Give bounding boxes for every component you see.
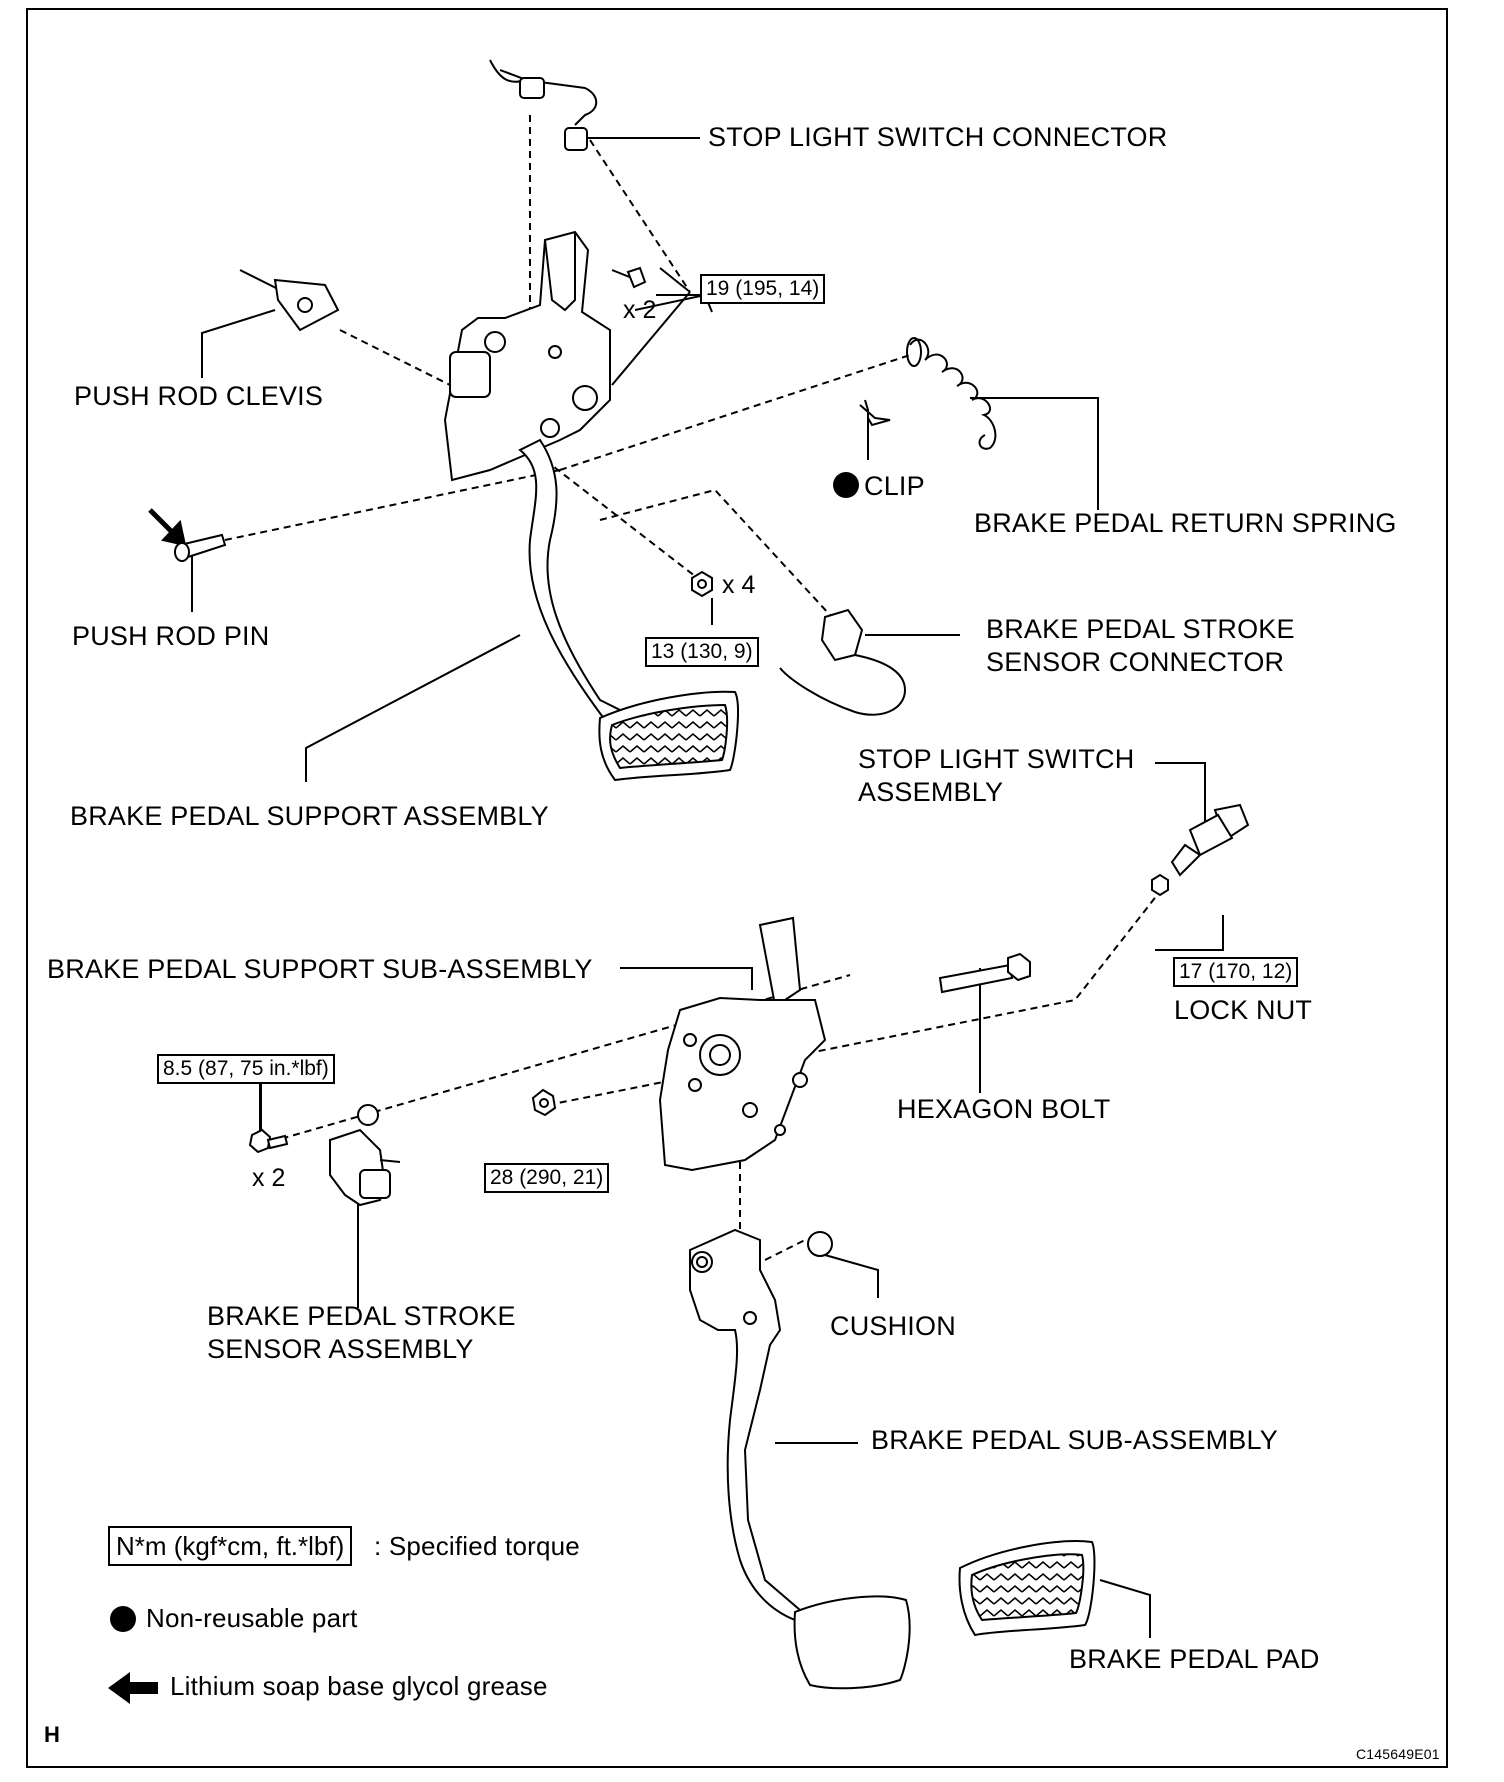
label-brake-pedal-support-assembly: BRAKE PEDAL SUPPORT ASSEMBLY [70, 801, 549, 831]
label-brake-pedal-stroke-sensor-assembly-line1: BRAKE PEDAL STROKE [207, 1301, 516, 1331]
label-lock-nut: LOCK NUT [1174, 995, 1313, 1025]
label-brake-pedal-stroke-sensor-assembly-line2: SENSOR ASSEMBLY [207, 1334, 474, 1364]
label-brake-pedal-stroke-sensor-connector-line2: SENSOR CONNECTOR [986, 647, 1285, 677]
diagram-frame [26, 8, 1448, 1768]
quantity-x2-bottom: x 2 [252, 1164, 286, 1192]
torque-box-28: 28 (290, 21) [484, 1163, 610, 1193]
label-push-rod-clevis: PUSH ROD CLEVIS [74, 381, 324, 411]
torque-box-17: 17 (170, 12) [1173, 957, 1299, 987]
label-brake-pedal-support-sub-assembly: BRAKE PEDAL SUPPORT SUB-ASSEMBLY [47, 954, 593, 984]
torque-box-8-5: 8.5 (87, 75 in.*lbf) [157, 1054, 335, 1084]
figure-code: C145649E01 [1356, 1746, 1440, 1762]
label-brake-pedal-pad: BRAKE PEDAL PAD [1069, 1644, 1320, 1674]
torque-box-19: 19 (195, 14) [700, 274, 826, 304]
label-hexagon-bolt: HEXAGON BOLT [897, 1094, 1111, 1124]
corner-left-mark: H [44, 1722, 61, 1747]
torque-box-13: 13 (130, 9) [645, 637, 759, 667]
legend-nonreusable-icon [110, 1606, 136, 1632]
label-stop-light-switch-assembly-line1: STOP LIGHT SWITCH [858, 744, 1135, 774]
legend-torque-text: : Specified torque [374, 1531, 580, 1561]
quantity-x4: x 4 [722, 571, 756, 599]
label-stop-light-switch-connector: STOP LIGHT SWITCH CONNECTOR [708, 122, 1168, 152]
label-brake-pedal-sub-assembly: BRAKE PEDAL SUB-ASSEMBLY [871, 1425, 1278, 1455]
quantity-x2-top: x 2 [623, 296, 657, 324]
label-clip: CLIP [864, 471, 925, 501]
label-cushion: CUSHION [830, 1311, 956, 1341]
label-brake-pedal-return-spring: BRAKE PEDAL RETURN SPRING [974, 508, 1397, 538]
legend-torque-box: N*m (kgf*cm, ft.*lbf) [108, 1526, 353, 1566]
label-push-rod-pin: PUSH ROD PIN [72, 621, 270, 651]
legend-nonreusable-text: Non-reusable part [146, 1603, 358, 1633]
label-stop-light-switch-assembly-line2: ASSEMBLY [858, 777, 1004, 807]
label-brake-pedal-stroke-sensor-connector-line1: BRAKE PEDAL STROKE [986, 614, 1295, 644]
nonreusable-icon [833, 472, 859, 498]
legend-grease-text: Lithium soap base glycol grease [170, 1671, 548, 1701]
